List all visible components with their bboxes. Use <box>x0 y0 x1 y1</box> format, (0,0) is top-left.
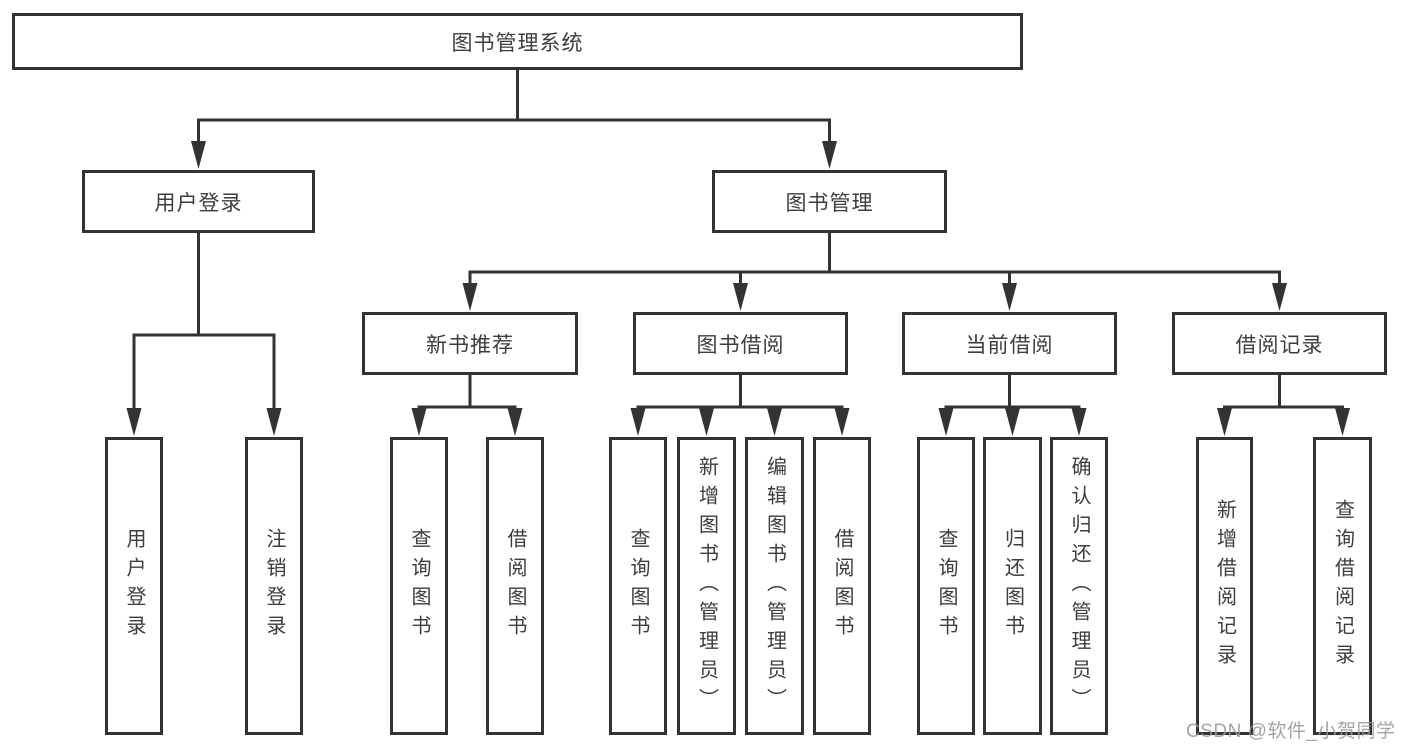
arrowhead-icon <box>1217 408 1232 436</box>
node-label-v-borrow-book-2: 借阅图书 <box>831 528 853 644</box>
node-label-v-confirm-return: 确认归还（管理员） <box>1068 455 1090 717</box>
node-label-borrow-record: 借阅记录 <box>1235 333 1324 357</box>
arrowhead-icon <box>767 408 782 436</box>
node-label-current-borrow: 当前借阅 <box>965 333 1054 357</box>
arrowhead-icon <box>1272 283 1287 311</box>
arrowhead-icon <box>1335 408 1350 436</box>
node-label-v-query-record: 查询借阅记录 <box>1331 499 1354 673</box>
node-new-book-rec: 新书推荐 <box>362 312 578 375</box>
node-label-book-borrow: 图书借阅 <box>696 333 785 357</box>
node-borrow-record: 借阅记录 <box>1172 312 1387 375</box>
arrowhead-icon <box>462 283 478 311</box>
arrowhead-icon <box>507 408 523 436</box>
node-v-add-record: 新增借阅记录 <box>1196 437 1253 735</box>
node-v-user-login: 用户登录 <box>105 437 163 735</box>
node-label-new-book-rec: 新书推荐 <box>426 333 514 357</box>
arrowhead-icon <box>733 283 748 311</box>
node-root: 图书管理系统 <box>12 13 1023 70</box>
node-v-borrow-book-1: 借阅图书 <box>486 437 544 735</box>
node-v-add-book: 新增图书（管理员） <box>677 437 736 735</box>
arrowhead-icon <box>630 408 646 436</box>
node-book-borrow: 图书借阅 <box>633 312 848 375</box>
node-label-v-borrow-book-1: 借阅图书 <box>504 528 526 644</box>
node-label-v-add-record: 新增借阅记录 <box>1213 499 1236 673</box>
node-label-v-user-login: 用户登录 <box>123 528 145 644</box>
arrowhead-icon <box>1005 408 1020 436</box>
arrowhead-icon <box>834 408 850 436</box>
node-current-borrow: 当前借阅 <box>902 312 1117 375</box>
node-label-v-query-book-2: 查询图书 <box>627 528 649 644</box>
arrowhead-icon <box>699 408 714 436</box>
arrowhead-icon <box>191 141 206 169</box>
node-label-root: 图书管理系统 <box>451 31 584 55</box>
arrowhead-icon <box>1002 283 1017 311</box>
arrowhead-icon <box>411 408 427 436</box>
node-v-confirm-return: 确认归还（管理员） <box>1050 437 1108 735</box>
arrowhead-icon <box>938 408 954 436</box>
node-label-book-mgmt: 图书管理 <box>785 191 874 215</box>
node-v-borrow-book-2: 借阅图书 <box>813 437 871 735</box>
node-v-query-book-1: 查询图书 <box>390 437 448 735</box>
arrowhead-icon <box>266 408 282 436</box>
node-v-return-book: 归还图书 <box>983 437 1042 735</box>
node-v-query-book-2: 查询图书 <box>609 437 667 735</box>
node-label-user-login: 用户登录 <box>154 191 243 215</box>
arrowhead-icon <box>822 141 837 169</box>
node-v-query-book-3: 查询图书 <box>917 437 975 735</box>
watermark: CSDN @软件_小贺同学 <box>1186 721 1396 742</box>
node-label-v-query-book-3: 查询图书 <box>935 528 957 644</box>
node-label-v-add-book: 新增图书（管理员） <box>695 455 718 717</box>
node-v-query-record: 查询借阅记录 <box>1313 437 1372 735</box>
node-v-edit-book: 编辑图书（管理员） <box>745 437 804 735</box>
node-book-mgmt: 图书管理 <box>712 170 947 233</box>
node-label-v-return-book: 归还图书 <box>1001 528 1024 644</box>
arrowhead-icon <box>126 408 142 436</box>
node-label-v-query-book-1: 查询图书 <box>408 528 430 644</box>
node-label-v-logout: 注销登录 <box>263 528 285 644</box>
node-v-logout: 注销登录 <box>245 437 303 735</box>
node-label-v-edit-book: 编辑图书（管理员） <box>763 455 786 717</box>
arrowhead-icon <box>1071 408 1087 436</box>
node-user-login: 用户登录 <box>82 170 315 233</box>
